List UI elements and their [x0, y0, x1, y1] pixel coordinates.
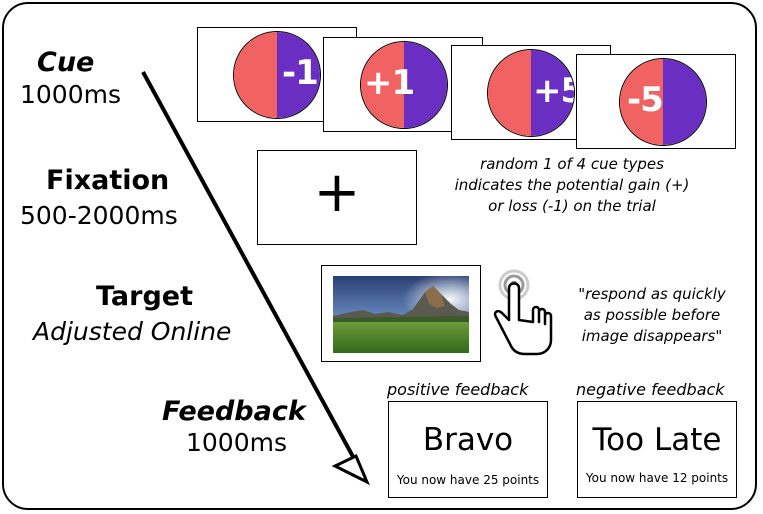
target-note-line: as possible before: [583, 306, 721, 324]
feedback-points: You now have 12 points: [585, 471, 729, 485]
stage-duration-cue: 1000ms: [20, 80, 122, 109]
stage-duration-fixation: 500-2000ms: [20, 201, 178, 230]
cue-circle: -5: [619, 58, 707, 146]
cue-note: random 1 of 4 cue types indicates the po…: [450, 154, 694, 217]
cue-value-label: -1: [282, 53, 319, 93]
landscape-photo-icon: [333, 276, 469, 353]
cue-card: -5: [576, 54, 736, 149]
positive-feedback-heading: positive feedback: [387, 380, 529, 399]
negative-feedback-card: Too Late You now have 12 points: [577, 401, 737, 498]
positive-feedback-card: Bravo You now have 25 points: [388, 401, 548, 498]
cue-value-label: -5: [627, 80, 664, 120]
cue-circle: +1: [360, 41, 448, 129]
stage-title-target: Target: [96, 281, 194, 312]
feedback-points: You now have 25 points: [396, 473, 540, 487]
target-note-line: image disappears": [581, 327, 723, 345]
cue-note-line: random 1 of 4 cue types: [480, 155, 664, 173]
stage-title-cue: Cue: [37, 47, 95, 78]
stage-duration-feedback: 1000ms: [186, 428, 288, 457]
cue-value-label: +1: [364, 63, 415, 103]
negative-feedback-heading: negative feedback: [576, 380, 725, 399]
cue-circle: +5: [487, 49, 575, 137]
cue-note-line: or loss (-1) on the trial: [488, 197, 656, 215]
cue-card: -1: [197, 27, 357, 122]
stage-title-feedback: Feedback: [162, 396, 306, 427]
diagram-frame: [2, 2, 757, 510]
fixation-card: +: [257, 150, 417, 245]
stage-title-fixation: Fixation: [46, 165, 170, 196]
stage-duration-target: Adjusted Online: [33, 317, 232, 346]
target-note-line: "respond as quickly: [578, 285, 726, 303]
feedback-word: Bravo: [422, 422, 514, 458]
cue-value-label: +5: [533, 71, 574, 111]
cue-note-line: indicates the potential gain (+): [454, 176, 690, 194]
target-note: "respond as quickly as possible before i…: [558, 284, 746, 347]
cue-circle: -1: [233, 31, 321, 119]
fixation-cross: +: [313, 160, 361, 225]
hand-tap-icon: [493, 269, 553, 356]
feedback-word: Too Late: [592, 422, 722, 458]
target-card: [321, 265, 481, 362]
